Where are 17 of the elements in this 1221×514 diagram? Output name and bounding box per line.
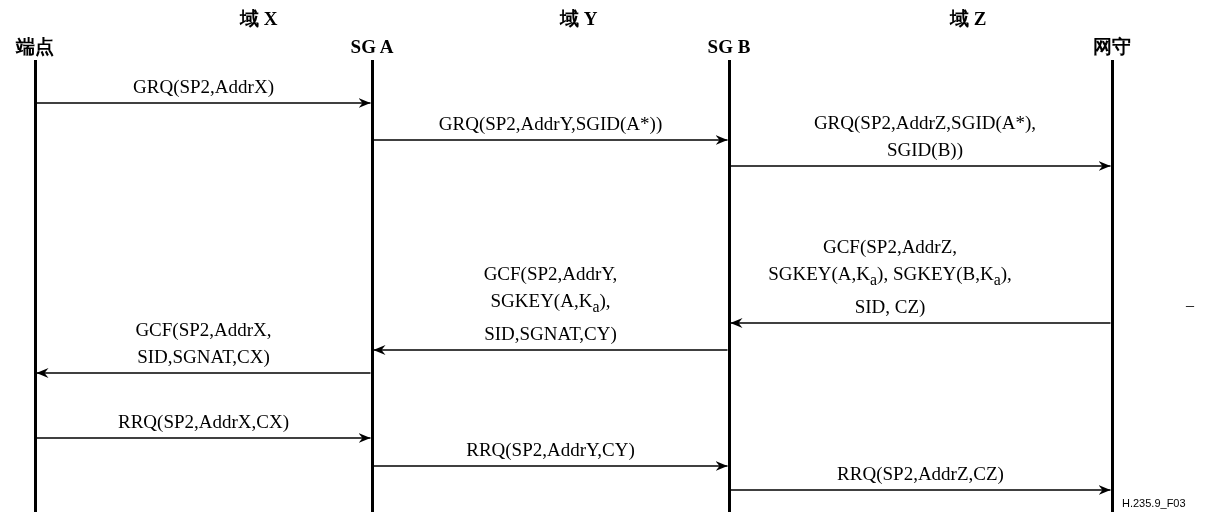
message-arrow [372, 461, 729, 471]
message-arrow [35, 433, 372, 443]
message-arrow [372, 345, 729, 355]
message-arrow [35, 368, 372, 378]
message-arrow [729, 485, 1112, 495]
participant-label: 网守 [1092, 36, 1132, 58]
message-arrow [729, 318, 1112, 328]
message-arrow [729, 161, 1112, 171]
dash-mark: – [1186, 296, 1194, 314]
message-arrow [35, 98, 372, 108]
domain-label: 域 Y [560, 7, 598, 31]
message-arrow [372, 135, 729, 145]
participant-label: SG A [349, 36, 395, 58]
participant-label: 端点 [14, 36, 55, 58]
domain-label: 域 Z [950, 7, 987, 31]
participant-label: SG B [706, 36, 752, 58]
domain-label: 域 X [240, 7, 278, 31]
